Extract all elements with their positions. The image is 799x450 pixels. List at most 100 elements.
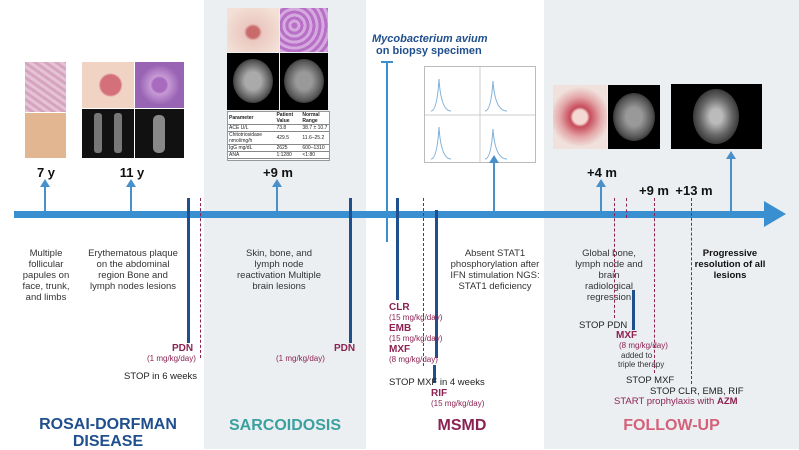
age-7y: 7 y xyxy=(36,165,56,180)
lab-cell: Chitotriosidase nmol/mg/h xyxy=(228,131,276,145)
clr-line xyxy=(396,198,399,300)
pdn2-label: PDN xyxy=(334,343,356,354)
band-followup xyxy=(544,0,799,449)
brain-mri-image-4 xyxy=(671,84,762,149)
lab-cell: 38.7 ± 10.7 xyxy=(301,124,329,132)
lab-table: Parameter Patient Value Normal Range ACE U… xyxy=(227,111,330,161)
lab-cell: 73.8 xyxy=(275,124,302,132)
lab-cell: 429.5 xyxy=(275,131,302,145)
phase-rdd: ROSAI-DORFMAN DISEASE xyxy=(28,416,188,450)
timeline-arrowhead xyxy=(764,201,786,227)
mxf-stop-line xyxy=(423,198,424,366)
clr-dose: (15 mg/kg/day) xyxy=(389,313,443,322)
stop-mxf2: STOP MXF xyxy=(626,375,675,386)
skin-lesion-image xyxy=(553,85,607,149)
tick-7y-head xyxy=(40,179,50,187)
mri-neck-image xyxy=(135,109,184,158)
mxf2-dose: (8 mg/kg/day) xyxy=(619,341,668,350)
tick-mycobacterium-head xyxy=(489,155,499,163)
stop-pdn-line-2 xyxy=(626,198,627,218)
tick-4m-head xyxy=(596,179,606,187)
lab-cell: ACE U/L xyxy=(228,124,276,132)
pdn2-line xyxy=(349,198,352,343)
event-papules: Multiple follicular papules on face, tru… xyxy=(22,248,70,303)
age-4m: +4 m xyxy=(587,165,617,180)
mxf2-line xyxy=(632,290,635,330)
flow-plots-svg xyxy=(425,67,535,162)
phase-rdd-line1: ROSAI-DORFMAN xyxy=(39,416,177,433)
mycobacterium-label-1: Mycobacterium avium xyxy=(372,33,488,45)
age-9m-1: +9 m xyxy=(263,165,293,180)
age-13m: +13 m xyxy=(675,183,713,198)
histology-image-1 xyxy=(25,62,66,112)
mri-spine-image xyxy=(82,109,134,158)
skin-biopsy-image xyxy=(227,8,279,52)
skin-plaque-image xyxy=(82,62,134,108)
lab-cell: 600–1310 xyxy=(301,144,329,152)
brain-mri-image-1 xyxy=(227,53,279,110)
lab-cell: 2625 xyxy=(275,144,302,152)
event-resolution: Progressive resolution of all lesions xyxy=(694,248,766,281)
tick-mycobacterium xyxy=(493,162,495,211)
mxf2-note-1: added to xyxy=(621,351,653,360)
age-9m-2: +9 m xyxy=(639,183,669,198)
lab-header-param: Parameter xyxy=(229,115,254,121)
azm-label: AZM xyxy=(716,396,738,407)
event-regression: Global bone, lymph node and brain radiol… xyxy=(575,248,643,303)
brain-mri-image-2 xyxy=(280,53,328,110)
age-11y: 11 y xyxy=(119,165,145,180)
emb-label: EMB xyxy=(389,323,412,334)
mxf2-note-2: triple therapy xyxy=(618,360,665,369)
tick-final-head xyxy=(726,151,736,159)
event-reactivation: Skin, bone, and lymph node reactivation … xyxy=(237,248,321,292)
phase-rdd-line2: DISEASE xyxy=(72,433,144,450)
stop-mxf2-line xyxy=(654,198,655,373)
mxf-line xyxy=(435,210,438,358)
tick-4m xyxy=(600,186,602,211)
phase-sarcoidosis: SARCOIDOSIS xyxy=(228,417,341,434)
mycobacterium-cap xyxy=(381,61,393,63)
pdn2-dose: (1 mg/kg/day) xyxy=(276,354,325,363)
skin-image-1 xyxy=(25,113,66,158)
lab-cell: ANA xyxy=(228,151,276,159)
tick-7y xyxy=(44,186,46,211)
histology-image-3 xyxy=(280,8,328,52)
pdn1-stop-line xyxy=(200,198,201,358)
lab-cell: 1:1280 xyxy=(275,151,302,159)
lab-header-value: Patient Value xyxy=(276,112,294,124)
pdn1-line xyxy=(187,198,190,343)
stop-clr-emb-rif: STOP CLR, EMB, RIF xyxy=(650,386,744,397)
mxf-label: MXF xyxy=(389,344,411,355)
pdn1-label: PDN xyxy=(172,343,194,354)
pdn1-dose: (1 mg/kg/day) xyxy=(147,354,196,363)
mycobacterium-label-2: on biopsy specimen xyxy=(376,45,482,57)
mycobacterium-line xyxy=(386,62,388,242)
histology-image-2 xyxy=(135,62,184,108)
tick-9m xyxy=(276,186,278,211)
rif-line xyxy=(433,365,436,383)
event-stat1: Absent STAT1 phosphorylation after IFN s… xyxy=(450,248,540,292)
mxf-dose: (8 mg/kg/day) xyxy=(389,355,438,364)
emb-dose: (15 mg/kg/day) xyxy=(389,334,443,343)
tick-11y xyxy=(130,186,132,211)
rif-dose: (15 mg/kg/day) xyxy=(431,399,485,408)
stop-all-line xyxy=(691,198,692,384)
lab-header-range: Normal Range xyxy=(302,112,320,124)
tick-11y-head xyxy=(126,179,136,187)
lab-cell: IgG mg/dL xyxy=(228,144,276,152)
brain-mri-image-3 xyxy=(608,85,660,149)
lab-cell: 11.6–25.2 xyxy=(301,131,329,145)
stop-pdn: STOP PDN xyxy=(579,320,628,331)
lab-cell: <1:80 xyxy=(301,151,329,159)
mxf2-label: MXF xyxy=(616,330,638,341)
timeline-bar xyxy=(14,211,766,218)
rif-label: RIF xyxy=(431,388,448,399)
phase-followup: FOLLOW-UP xyxy=(623,417,720,434)
phase-msmd: MSMD xyxy=(437,417,487,434)
stop-pdn-line xyxy=(614,198,615,318)
stop-6-weeks: STOP in 6 weeks xyxy=(124,371,198,382)
stop-mxf-4-weeks: STOP MXF in 4 weeks xyxy=(389,377,485,388)
flow-cytometry-plots xyxy=(424,66,536,163)
tick-9m-head xyxy=(272,179,282,187)
tick-final xyxy=(730,158,732,211)
